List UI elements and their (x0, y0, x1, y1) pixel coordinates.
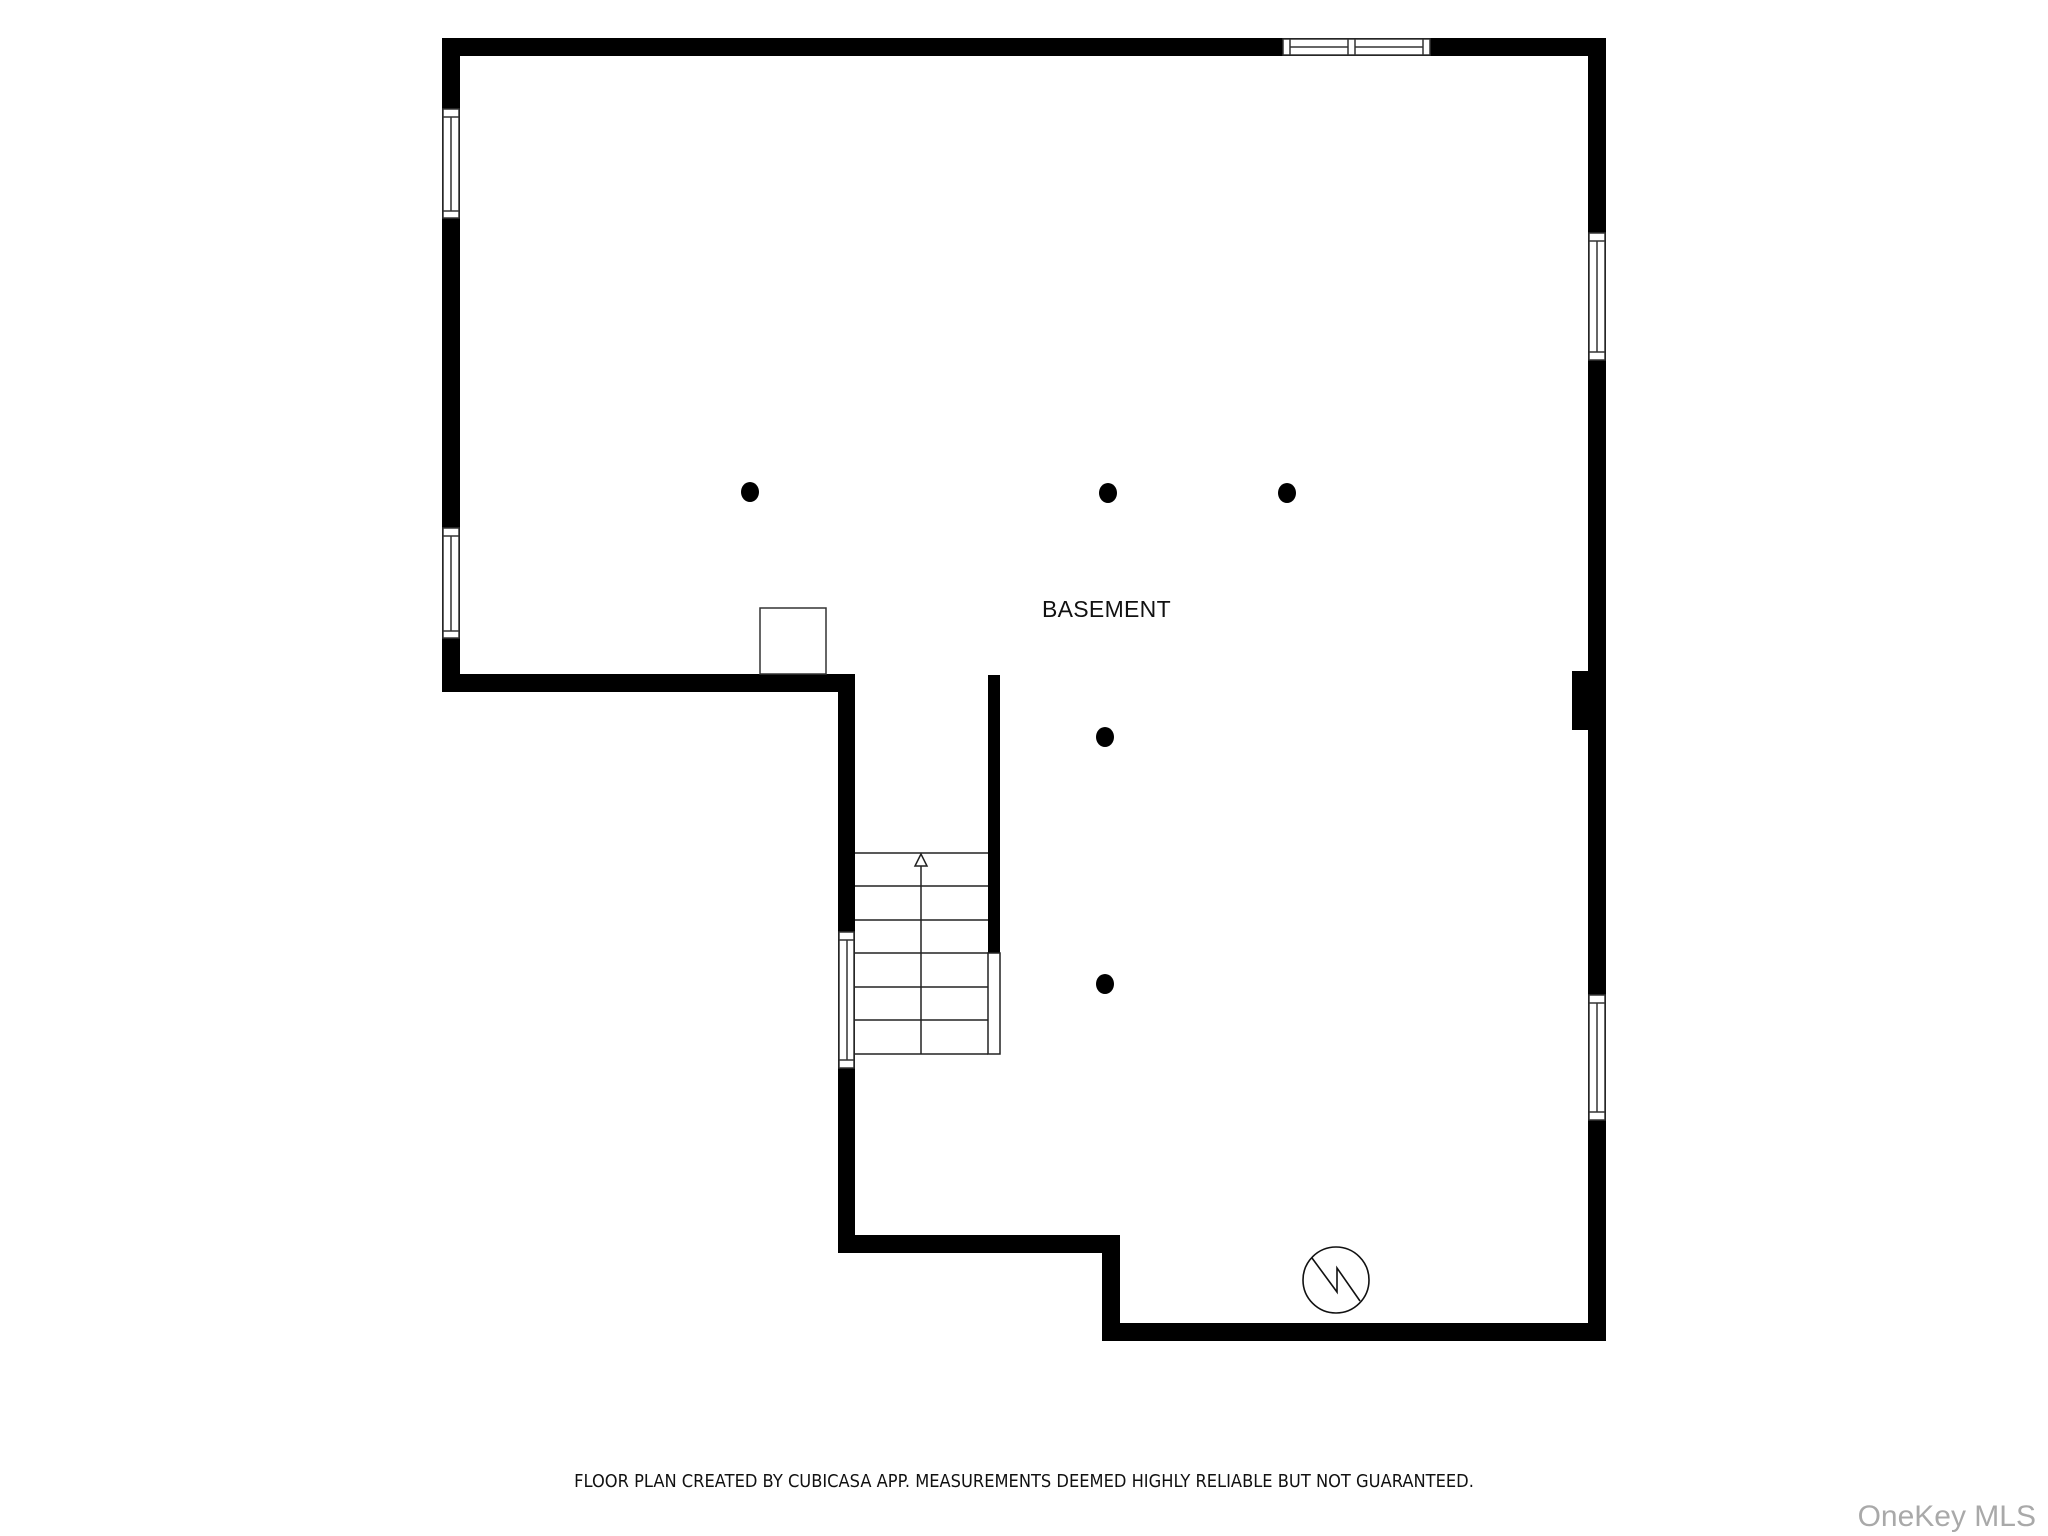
support-columns (741, 482, 1296, 994)
column (1096, 727, 1114, 747)
room-label-basement: BASEMENT (1042, 596, 1171, 622)
column (1278, 483, 1296, 503)
electrical-panel-icon (1302, 1246, 1370, 1314)
chimney-box (759, 607, 827, 675)
column (741, 482, 759, 502)
window-left-upper (442, 108, 460, 219)
window-left-lower (442, 527, 460, 639)
stairs (855, 852, 1001, 1055)
walls (442, 38, 1606, 1341)
window-stair (838, 931, 855, 1069)
watermark-text: OneKey MLS (1857, 1500, 2036, 1533)
column (1096, 974, 1114, 994)
window-right-lower (1588, 994, 1606, 1121)
window-right-upper (1588, 232, 1606, 361)
windows (442, 38, 1606, 1121)
column (1099, 483, 1117, 503)
disclaimer-text: FLOOR PLAN CREATED BY CUBICASA APP. MEAS… (574, 1472, 1474, 1492)
stair-arrow-up-icon (913, 852, 929, 867)
window-top (1282, 38, 1431, 56)
